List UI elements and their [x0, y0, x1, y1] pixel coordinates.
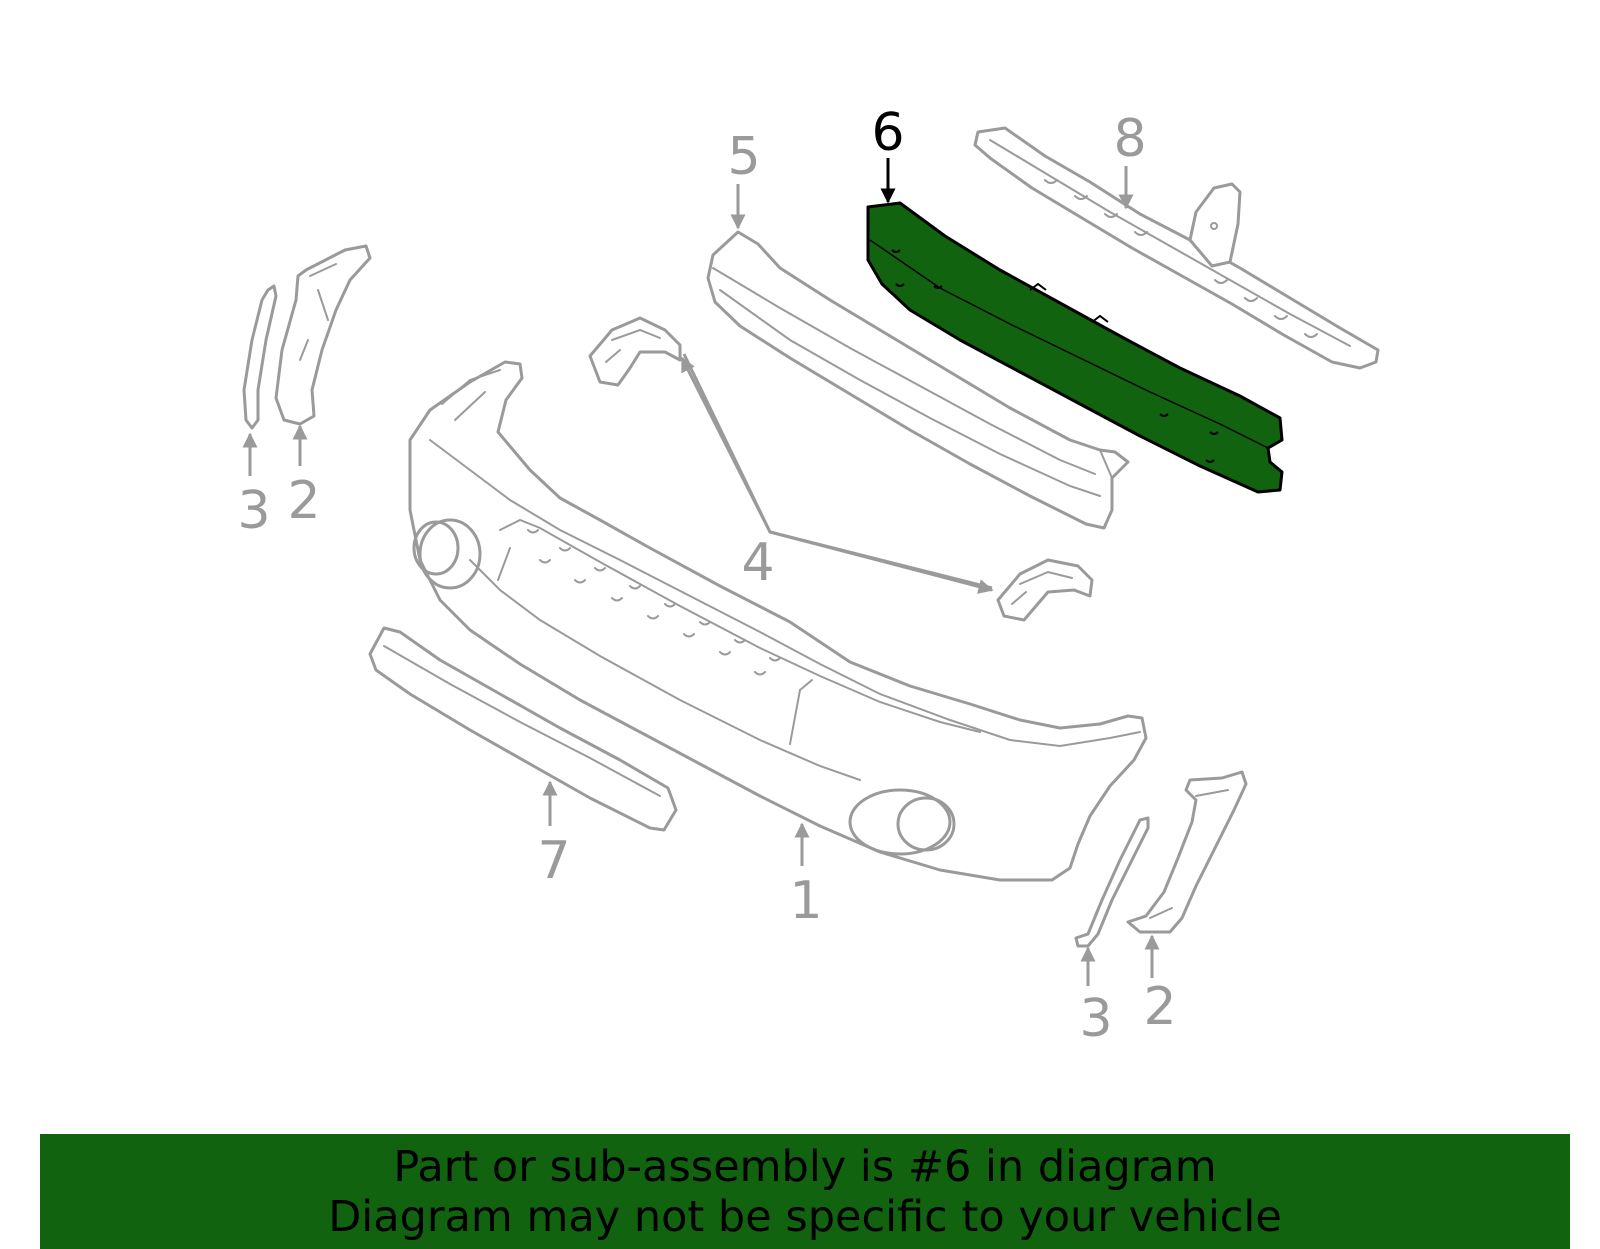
- part-4-bracket-upper[interactable]: [588, 316, 682, 387]
- callout-2-right[interactable]: 2: [1143, 977, 1176, 1037]
- part-4-bracket-lower[interactable]: [996, 558, 1094, 622]
- callout-7[interactable]: 7: [537, 831, 570, 891]
- callouts: 6 5 8 4 3 2 3 2 7 1: [237, 103, 1176, 1049]
- part-3-molding-right[interactable]: [1074, 816, 1150, 948]
- banner-line-part: Part or sub-assembly is #6 in diagram: [393, 1141, 1217, 1192]
- callout-4[interactable]: 4: [741, 533, 774, 593]
- callout-6[interactable]: 6: [871, 103, 904, 163]
- callout-1[interactable]: 1: [789, 871, 822, 931]
- part-6-energy-absorber[interactable]: [866, 201, 1284, 494]
- part-8-upper-reinforcement[interactable]: [973, 126, 1380, 370]
- callout-5[interactable]: 5: [727, 127, 760, 187]
- leader-lines: [242, 158, 1160, 986]
- callout-3-right[interactable]: 3: [1079, 989, 1112, 1049]
- info-banner: Part or sub-assembly is #6 in diagram Di…: [40, 1134, 1570, 1249]
- part-7-lower-valance[interactable]: [368, 626, 678, 832]
- callout-8[interactable]: 8: [1113, 109, 1146, 169]
- part-1-bumper-cover[interactable]: [408, 360, 1148, 882]
- callout-2-left[interactable]: 2: [287, 471, 320, 531]
- part-2-bracket-right[interactable]: [1126, 770, 1248, 934]
- callout-3-left[interactable]: 3: [237, 481, 270, 541]
- part-2-bracket-left[interactable]: [274, 244, 372, 426]
- banner-line-disclaimer: Diagram may not be specific to your vehi…: [328, 1191, 1282, 1242]
- part-5-reinforcement-bar[interactable]: [706, 230, 1130, 530]
- part-3-molding-left[interactable]: [242, 284, 278, 430]
